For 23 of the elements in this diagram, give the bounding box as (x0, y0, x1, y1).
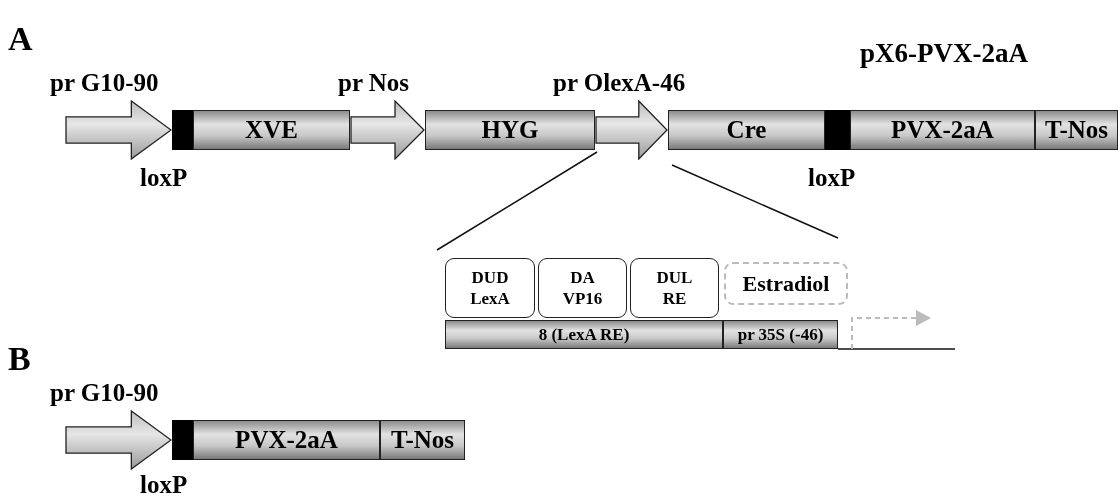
gene-segment: pr 35S (-46) (723, 320, 838, 349)
promoter-label: pr Nos (338, 70, 410, 95)
gene-segment: HYG (425, 110, 595, 150)
protein-domain-box: DA VP16 (538, 258, 627, 318)
gene-segment: PVX-2aA (850, 110, 1035, 150)
site-label: loxP (140, 472, 188, 497)
promoter-label: pr G10-90 (50, 70, 159, 95)
site-label: loxP (808, 165, 856, 190)
panel-letter: A (8, 22, 33, 56)
gene-segment: T-Nos (1035, 110, 1118, 150)
site-label: loxP (140, 165, 188, 190)
promoter-label: pr OlexA-46 (553, 70, 686, 95)
protein-domain-box: DUD LexA (445, 258, 535, 318)
gene-segment: T-Nos (380, 420, 465, 460)
gene-segment: XVE (193, 110, 350, 150)
gene-segment: PVX-2aA (193, 420, 380, 460)
protein-domain-box: DUL RE (630, 258, 719, 318)
inducer-box: Estradiol (724, 262, 848, 305)
promoter-label: pr G10-90 (50, 380, 159, 405)
gene-segment: Cre (668, 110, 825, 150)
panel-letter: B (8, 342, 31, 376)
construct-name: pX6-PVX-2aA (860, 40, 1028, 67)
gene-segment: 8 (LexA RE) (445, 320, 723, 349)
